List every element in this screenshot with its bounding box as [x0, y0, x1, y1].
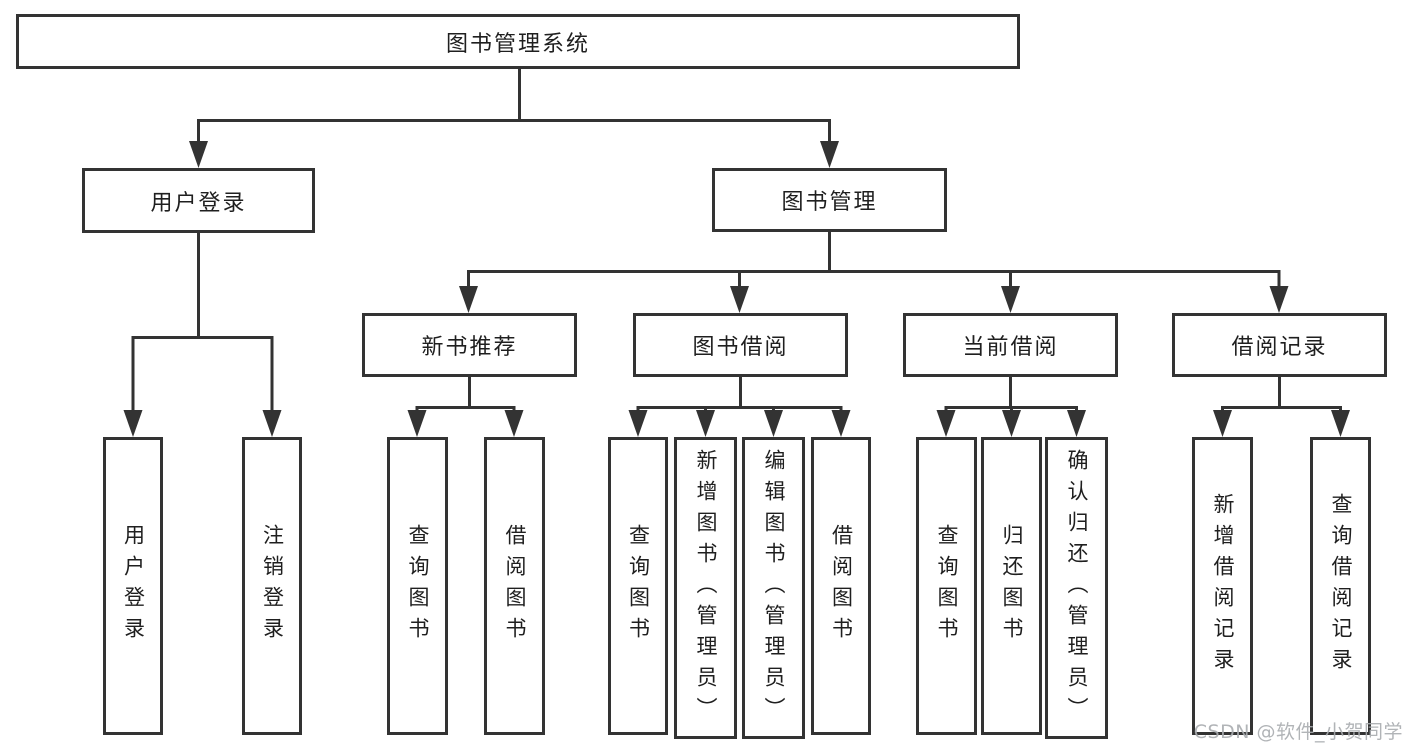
node-book-borrowing: 图书借阅: [633, 313, 848, 377]
leaf-logout: 注销登录: [242, 437, 302, 735]
node-book-management-branch: 图书管理: [712, 168, 947, 232]
node-user-login-branch: 用户登录: [82, 168, 315, 233]
leaf-borrow-books-recommend: 借阅图书: [484, 437, 545, 735]
leaf-edit-book-admin: 编辑图书（管理员）: [742, 437, 805, 739]
node-new-book-recommend: 新书推荐: [362, 313, 577, 377]
leaf-add-book-admin: 新增图书（管理员）: [674, 437, 737, 739]
leaf-query-books-current: 查询图书: [916, 437, 977, 735]
leaf-add-borrow-record: 新增借阅记录: [1192, 437, 1253, 735]
node-borrow-records: 借阅记录: [1172, 313, 1387, 377]
leaf-confirm-return-admin: 确认归还（管理员）: [1045, 437, 1108, 739]
leaf-borrow-books-borrowing: 借阅图书: [811, 437, 871, 735]
leaf-return-book: 归还图书: [981, 437, 1042, 735]
node-current-borrowing: 当前借阅: [903, 313, 1118, 377]
leaf-query-books-recommend: 查询图书: [387, 437, 448, 735]
leaf-query-borrow-record: 查询借阅记录: [1310, 437, 1371, 735]
leaf-user-login: 用户登录: [103, 437, 163, 735]
csdn-watermark: CSDN @软件_小贺同学: [1193, 721, 1403, 743]
node-root-system: 图书管理系统: [16, 14, 1020, 69]
leaf-query-books-borrowing: 查询图书: [608, 437, 668, 735]
